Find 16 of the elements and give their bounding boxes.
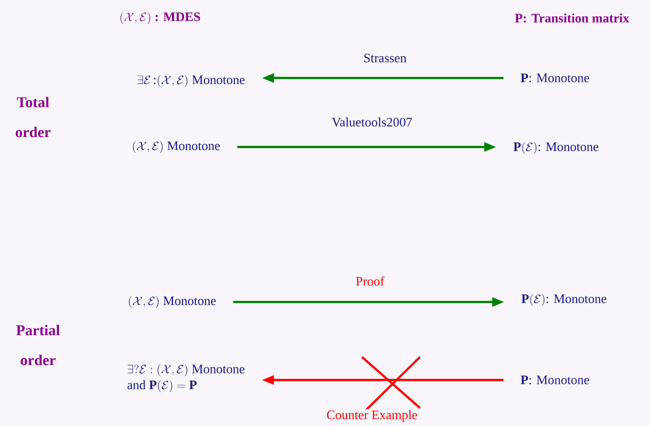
statement-text: $\mathbf{P}\mbox{: Monotone}$ [520,74,590,82]
row-heading: Partial order [16,324,60,366]
column-heading: $\mathbf{P}\mbox{\textbf{: Transition matrix}}$ [514,13,630,23]
statement-text: $\begin{array}{@{}l@{}}\exists ?\mathcal{E} : (\mathcal{X},\mathcal{E})\mbox{ Monotone}\\ \mbox{and }\mathbf{P}(\mathcal{E})=\mathbf{P}\end{array}$ [127,364,244,392]
row-heading: Total order [16,96,51,138]
statement-text: $\mathbf{P}(\mathcal{E})\mbox{: Monotone}$ [521,294,606,306]
edge-label: Valuetools2007 [332,117,412,127]
edge-label: Counter Example [327,410,418,422]
statement-text: $\mathbf{P}\mbox{: Monotone}$ [520,376,590,384]
column-heading: $(\mathcal{X},\mathcal{E})\mbox{\textbf{ : MDES}}$ [120,12,200,24]
statement-text: $(\mathcal{X},\mathcal{E})\mbox{ Monotone}$ [128,296,216,308]
statement-text: $(\mathcal{X},\mathcal{E})\mbox{ Monotone}$ [132,141,220,153]
edge-label: Proof [356,276,384,286]
statement-text: $\exists\mathcal{E}\,\mbox{:}(\mathcal{X},\mathcal{E})\mbox{ Monotone}$ [138,75,245,87]
statement-text: $\mathbf{P}(\mathcal{E})\mbox{: Monotone}$ [513,142,598,154]
edge-label: Strassen [364,54,406,62]
